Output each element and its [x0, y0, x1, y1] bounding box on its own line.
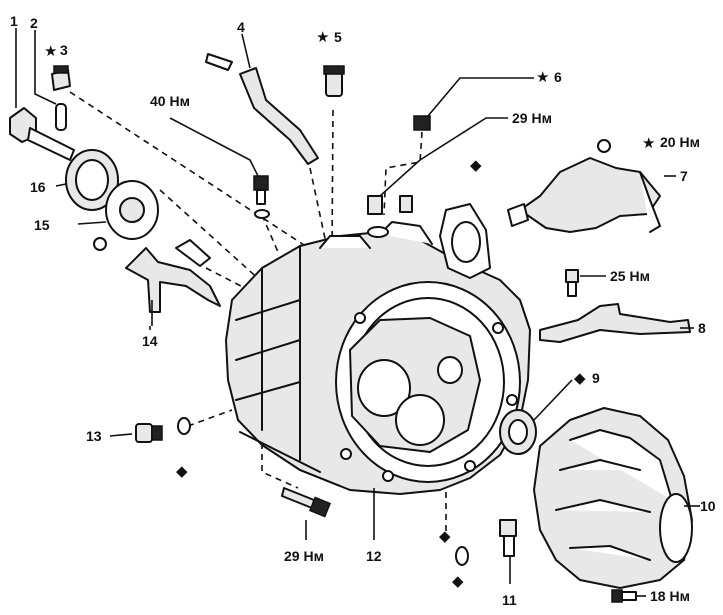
bolts-29nm-top — [367, 117, 508, 238]
bolt-40nm — [169, 117, 270, 219]
diamond-symbol-11: ◆ — [452, 572, 464, 590]
star-symbol-5: ★ — [316, 28, 329, 46]
callout-1: 1 — [10, 13, 18, 29]
transaxle-case — [225, 221, 531, 495]
star-symbol-6: ★ — [536, 68, 549, 86]
torque-18nm: 18 Нм — [650, 588, 690, 604]
part-16-bearing — [55, 149, 119, 211]
part-6-plug — [413, 77, 534, 131]
star-symbol-20: ★ — [642, 134, 655, 152]
callout-12: 12 — [366, 548, 382, 564]
part-4-lever — [205, 33, 319, 165]
diamond-symbol-13: ◆ — [176, 462, 188, 480]
callout-4: 4 — [237, 19, 245, 35]
torque-25nm: 25 Нм — [610, 268, 650, 284]
callout-10: 10 — [700, 498, 716, 514]
part-3-plug — [51, 65, 71, 91]
torque-29nm-top: 29 Нм — [512, 110, 552, 126]
callout-13: 13 — [86, 428, 102, 444]
part-2-pin — [34, 30, 67, 131]
part-8-bracket — [539, 303, 694, 343]
callout-15: 15 — [34, 217, 50, 233]
callout-5: 5 — [334, 29, 342, 45]
part-9-seal — [499, 379, 573, 455]
callout-14: 14 — [142, 333, 158, 349]
bolt-18nm — [611, 589, 646, 603]
part-1-shift-lever — [9, 28, 75, 161]
callout-9: 9 — [592, 370, 600, 386]
part-14-shift-fork — [93, 237, 221, 326]
part-15-washer — [77, 180, 159, 240]
callout-3: 3 — [60, 42, 68, 58]
diamond-symbol-gasket: ◆ — [470, 156, 482, 174]
diamond-symbol-washer: ◆ — [439, 527, 451, 545]
star-symbol-3: ★ — [44, 42, 57, 60]
torque-40nm: 40 Нм — [150, 93, 190, 109]
bolt-29nm-bottom — [281, 487, 332, 540]
part-11-filler-plug — [499, 519, 517, 584]
clutch-housing — [533, 407, 693, 589]
torque-29nm-bottom: 29 Нм — [284, 548, 324, 564]
callout-8: 8 — [698, 320, 706, 336]
callout-6: 6 — [554, 69, 562, 85]
part-7-shift-actuator — [507, 139, 676, 233]
bolt-25nm — [565, 269, 606, 297]
diamond-symbol-9: ◆ — [574, 369, 586, 387]
callout-labels: 1 2 ★ 3 4 ★ 5 ★ 6 40 Нм 29 Нм ★ 20 Нм ◆ … — [10, 13, 716, 608]
callout-11: 11 — [502, 592, 517, 608]
part-13-drain-plug — [109, 417, 191, 443]
part-5-plug — [323, 65, 345, 97]
torque-20nm: 20 Нм — [660, 134, 700, 150]
washer — [455, 546, 469, 566]
gasket — [439, 203, 491, 279]
callout-16: 16 — [30, 179, 46, 195]
callout-7: 7 — [680, 168, 688, 184]
callout-2: 2 — [30, 15, 38, 31]
